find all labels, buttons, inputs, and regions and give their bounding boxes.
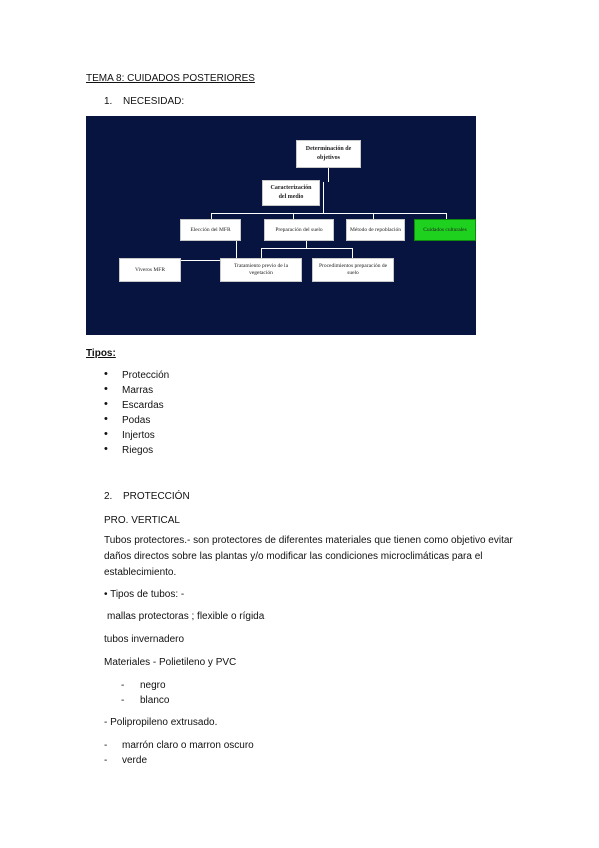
connector xyxy=(293,213,294,219)
node-procedimientos-suelo: Procedimientos preparación de suelo xyxy=(312,258,394,282)
node-metodo-repoblacion: Método de repoblación xyxy=(346,219,405,241)
invernadero-text: tubos invernadero xyxy=(104,634,185,645)
connector xyxy=(181,260,237,261)
materiales-text: Materiales - Polietileno y PVC xyxy=(104,657,237,668)
mallas-text: mallas protectoras ; flexible o rígida xyxy=(107,611,265,622)
node-caracterizacion-medio: Caracterización del medio xyxy=(262,180,320,206)
tipos-item: Riegos xyxy=(122,445,154,456)
bullet-icon: • xyxy=(104,413,108,425)
tipos-tubos: • Tipos de tubos: - xyxy=(104,589,185,600)
bullet-icon: • xyxy=(104,428,108,440)
node-determinacion-objetivos: Determinación de objetivos xyxy=(296,140,361,168)
node-eleccion-mfr: Elección del MFR xyxy=(180,219,241,241)
node-viveros-mfr: Viveros MFR xyxy=(119,258,181,282)
connector xyxy=(323,182,324,214)
dash-icon: - xyxy=(121,680,125,691)
connector xyxy=(373,213,374,219)
tipos-item: Marras xyxy=(122,385,154,396)
node-cuidados-culturales: Cuidados culturales xyxy=(414,219,476,241)
flow-diagram: Determinación de objetivos Caracterizaci… xyxy=(86,116,476,335)
bullet-icon: • xyxy=(104,398,108,410)
subtitle: PRO. VERTICAL xyxy=(104,515,180,526)
section-2-number: 2. xyxy=(104,491,113,502)
node-tratamiento-vegetacion: Tratamiento previo de la vegetación xyxy=(220,258,302,282)
connector xyxy=(261,248,262,258)
connector xyxy=(211,213,446,214)
bullet-icon: • xyxy=(104,383,108,395)
tipos-item: Protección xyxy=(122,370,170,381)
tipos-label: Tipos: xyxy=(86,348,116,359)
polipropileno-item: marrón claro o marron oscuro xyxy=(122,740,254,751)
polipropileno-item: verde xyxy=(122,755,148,766)
dash-icon: - xyxy=(104,740,108,751)
bullet-icon: • xyxy=(104,443,108,455)
connector xyxy=(211,213,212,219)
tipos-item: Injertos xyxy=(122,430,155,441)
connector xyxy=(328,168,329,182)
dash-icon: - xyxy=(104,755,108,766)
polipropileno-text: - Polipropileno extrusado. xyxy=(104,717,218,728)
bullet-icon: • xyxy=(104,368,108,380)
connector xyxy=(236,241,237,260)
section-2-title: PROTECCIÓN xyxy=(123,491,190,502)
materiales-item: negro xyxy=(140,680,166,691)
connector xyxy=(306,241,307,248)
section-1-number: 1. xyxy=(104,96,113,107)
section-1-title: NECESIDAD: xyxy=(123,96,185,107)
tipos-item: Podas xyxy=(122,415,151,426)
paragraph: Tubos protectores.- son protectores de d… xyxy=(104,535,513,578)
materiales-item: blanco xyxy=(140,695,170,706)
node-preparacion-suelo: Preparación del suelo xyxy=(264,219,334,241)
connector xyxy=(446,213,447,219)
tipos-item: Escardas xyxy=(122,400,164,411)
page-heading: TEMA 8: CUIDADOS POSTERIORES xyxy=(86,73,255,84)
connector xyxy=(352,248,353,258)
dash-icon: - xyxy=(121,695,125,706)
connector xyxy=(261,248,353,249)
